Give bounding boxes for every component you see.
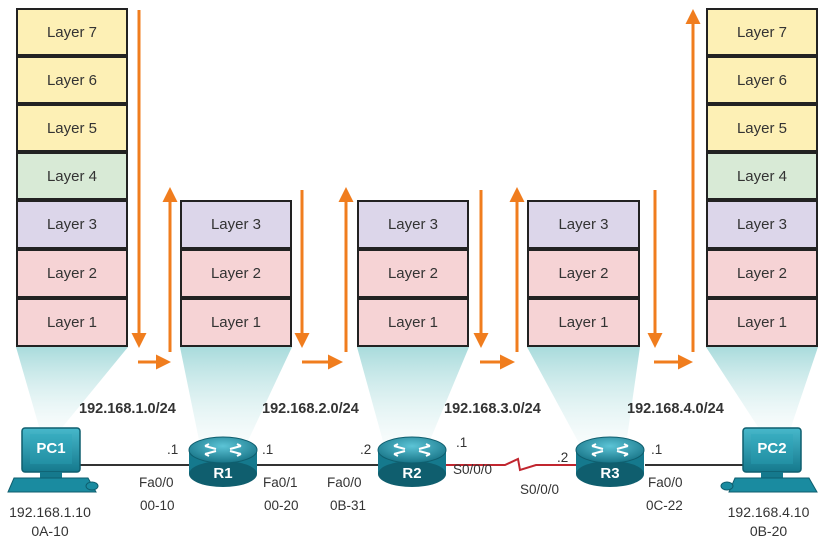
r3-cone (527, 347, 640, 445)
pc2-mac-address: 0B-20 (749, 523, 788, 539)
r3-right-mac: 0C-22 (646, 498, 683, 513)
pc1-layer-3: Layer 3 (16, 200, 128, 249)
pc2-layer-4: Layer 4 (706, 152, 818, 200)
r1-left-mac: 00-10 (140, 498, 175, 513)
r1-router-icon (188, 436, 258, 487)
r2-router-icon (377, 436, 447, 487)
r1-right-interface: Fa0/1 (263, 475, 298, 490)
r1-left-host: .1 (167, 442, 179, 457)
pc2-layer-6: Layer 6 (706, 56, 818, 104)
pc1-layer-2: Layer 2 (16, 249, 128, 298)
pc1-layer-5: Layer 5 (16, 104, 128, 152)
r2-layer-3: Layer 3 (357, 200, 469, 249)
r1-layer-3: Layer 3 (180, 200, 292, 249)
r3-label: R3 (600, 465, 620, 482)
pc2-layer-3: Layer 3 (706, 200, 818, 249)
r2-label: R2 (402, 465, 422, 482)
pc1-layer-7: Layer 7 (16, 8, 128, 56)
r2-layer-1: Layer 1 (357, 298, 469, 347)
network-3-label: 192.168.3.0/24 (444, 401, 541, 417)
r3-layer-1: Layer 1 (527, 298, 640, 347)
r2-right-host: .1 (456, 435, 468, 450)
pc2-layer-7: Layer 7 (706, 8, 818, 56)
r2-left-interface: Fa0/0 (327, 475, 362, 490)
pc1-cone (16, 347, 128, 430)
pc2-label: PC2 (757, 440, 787, 457)
r1-right-host: .1 (262, 442, 274, 457)
r1-layer-1: Layer 1 (180, 298, 292, 347)
r3-right-interface: Fa0/0 (648, 475, 683, 490)
pc2-layer-2: Layer 2 (706, 249, 818, 298)
r2-cone (357, 347, 469, 445)
pc1-label: PC1 (36, 440, 66, 457)
r1-layer-2: Layer 2 (180, 249, 292, 298)
pc1-layer-6: Layer 6 (16, 56, 128, 104)
pc1-layer-4: Layer 4 (16, 152, 128, 200)
network-4-label: 192.168.4.0/24 (627, 401, 724, 417)
r3-layer-3: Layer 3 (527, 200, 640, 249)
pc2-layer-1: Layer 1 (706, 298, 818, 347)
link-r2-r3-serial (445, 457, 578, 472)
r1-label: R1 (213, 465, 233, 482)
pc2-layer-5: Layer 5 (706, 104, 818, 152)
r2-right-interface: S0/0/0 (453, 462, 493, 477)
pc1-mac-address: 0A-10 (31, 523, 69, 539)
r2-left-mac: 0B-31 (330, 498, 367, 513)
r3-left-interface: S0/0/0 (520, 482, 560, 497)
pc2-icon (720, 427, 818, 493)
pc2-cone (706, 347, 818, 430)
r3-layer-2: Layer 2 (527, 249, 640, 298)
r2-left-host: .2 (360, 442, 372, 457)
pc1-ip-address: 192.168.1.10 (9, 504, 91, 520)
pc1-layer-1: Layer 1 (16, 298, 128, 347)
network-1-label: 192.168.1.0/24 (79, 401, 176, 417)
pc1-icon (7, 427, 99, 493)
r1-cone (180, 347, 292, 445)
r1-left-interface: Fa0/0 (139, 475, 174, 490)
r3-right-host: .1 (651, 442, 663, 457)
r3-left-host: .2 (557, 450, 569, 465)
r1-right-mac: 00-20 (264, 498, 299, 513)
r3-router-icon (575, 436, 645, 487)
pc2-ip-address: 192.168.4.10 (727, 504, 810, 520)
r2-layer-2: Layer 2 (357, 249, 469, 298)
network-2-label: 192.168.2.0/24 (262, 401, 359, 417)
